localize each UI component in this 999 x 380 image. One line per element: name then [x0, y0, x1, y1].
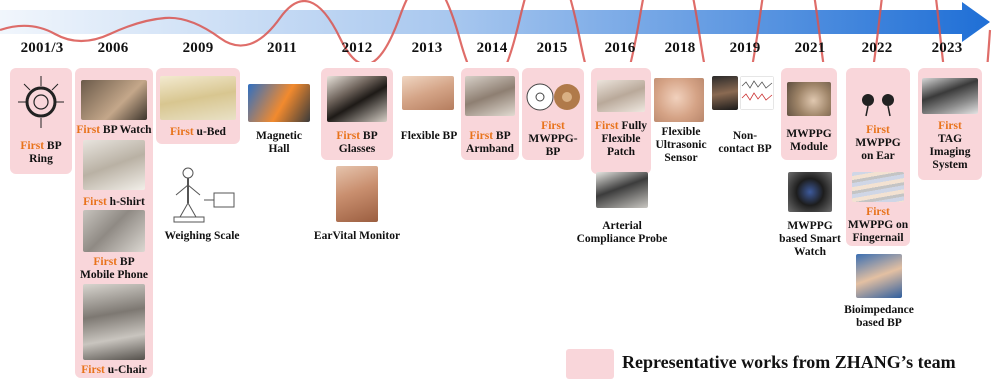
caption-noncontact-bp: Non-contact BP: [712, 130, 778, 156]
year-label: 2016: [605, 40, 636, 57]
bp-armband-photo: [465, 76, 515, 116]
year-label: 2019: [730, 40, 761, 57]
legend-label: Representative works from ZHANG’s team: [622, 352, 956, 373]
caption-h-shirt: First h-Shirt: [75, 196, 153, 209]
noncontact-face-photo: [712, 76, 738, 110]
bioimpedance-photo: [856, 254, 902, 298]
year-label: 2014: [477, 40, 508, 57]
u-chair-photo: [83, 284, 145, 360]
weighing-scale-figure: [170, 165, 240, 225]
year-label: 2011: [267, 40, 297, 57]
flexible-patch-photo: [597, 80, 645, 112]
caption-weighing-scale: Weighing Scale: [150, 230, 254, 243]
bp-ring-diagram: [16, 74, 66, 130]
flexible-bp-photo: [402, 76, 454, 110]
year-label: 2023: [932, 40, 963, 57]
bp-watch-photo: [81, 80, 147, 120]
fingernail-sensor-photo: [852, 172, 904, 202]
year-label: 2012: [342, 40, 373, 57]
year-label: 2021: [795, 40, 826, 57]
year-label: 2006: [98, 40, 129, 57]
smartwatch-photo: [788, 172, 832, 212]
noncontact-signal-plot: [740, 76, 774, 110]
year-label: 2022: [862, 40, 893, 57]
u-bed-photo: [160, 76, 236, 120]
ultrasonic-sensor-photo: [654, 78, 704, 122]
caption-earvital: EarVital Monitor: [300, 230, 414, 243]
year-label: 2001/3: [21, 40, 64, 57]
magnetic-hall-photo: [248, 84, 310, 122]
caption-bp-watch: First BP Watch: [75, 124, 153, 137]
ear-sensor-figure: [856, 84, 900, 118]
bp-glasses-photo: [327, 76, 387, 122]
h-shirt-photo: [83, 140, 145, 190]
legend-swatch: [566, 349, 614, 379]
year-label: 2013: [412, 40, 443, 57]
year-label: 2018: [665, 40, 696, 57]
year-label: 2009: [183, 40, 214, 57]
caption-flexible-bp: Flexible BP: [396, 130, 462, 143]
year-label: 2015: [537, 40, 568, 57]
mwppg-bp-diagram: [525, 80, 581, 114]
mwppg-module-photo: [787, 82, 831, 116]
bp-mobile-photo: [83, 210, 145, 252]
arterial-probe-photo: [596, 172, 648, 208]
tag-imaging-photo: [922, 78, 978, 114]
card-u-bed: First u-Bed: [156, 68, 240, 144]
caption-u-bed: First u-Bed: [156, 126, 240, 139]
caption-u-chair: First u-Chair: [75, 364, 153, 377]
earvital-photo: [336, 166, 378, 222]
